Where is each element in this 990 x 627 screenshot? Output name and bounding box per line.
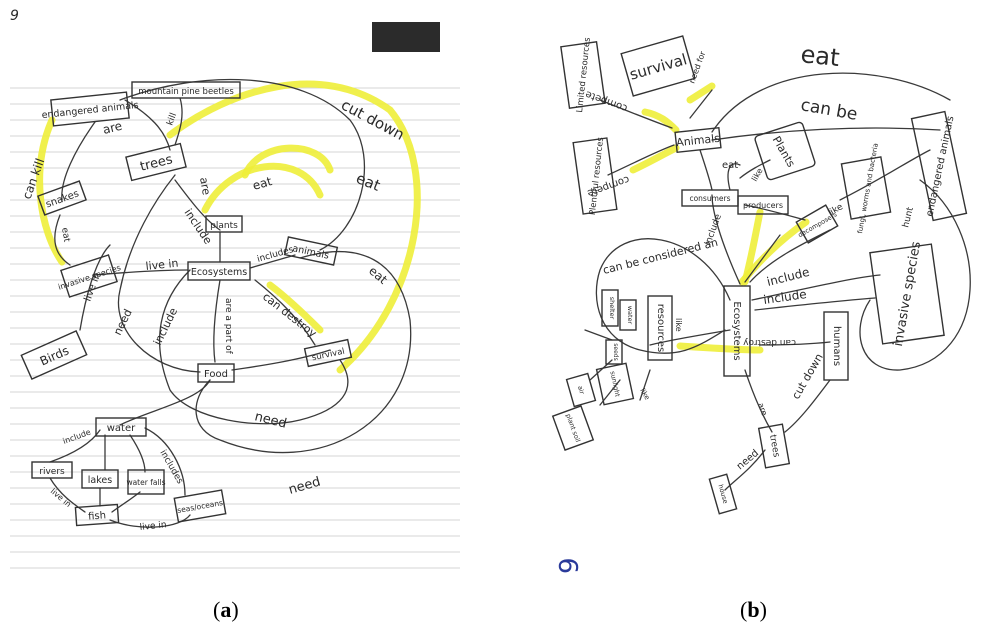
- svg-text:seeds: seeds: [612, 343, 619, 360]
- link-label: eat: [251, 174, 274, 193]
- node-water-a: water: [95, 417, 147, 437]
- panel-a-page-number: 9: [10, 8, 19, 24]
- link-label: live in: [145, 257, 179, 273]
- node-humans: humans: [823, 311, 849, 381]
- node-producers: producers: [737, 195, 789, 215]
- node-rivers: rivers: [31, 461, 73, 479]
- caption-b: (b): [740, 597, 767, 622]
- link-label: live in: [139, 520, 167, 533]
- panel-b-page-number: 9: [555, 557, 585, 574]
- link-label: are: [101, 119, 123, 137]
- link-label: are a part of: [223, 298, 233, 355]
- panel-a-highlights: [36, 80, 421, 374]
- svg-text:producers: producers: [743, 201, 783, 210]
- node-lakes: lakes: [81, 469, 119, 489]
- svg-text:trees: trees: [767, 434, 781, 458]
- svg-text:Food: Food: [204, 369, 228, 380]
- node-mountain-pine-beetles: mountain pine beetles: [131, 81, 241, 99]
- svg-text:water: water: [107, 423, 136, 434]
- caption-a: (a): [213, 597, 239, 622]
- node-water-falls: water falls: [126, 469, 166, 495]
- svg-text:Animals: Animals: [676, 132, 721, 150]
- svg-text:air: air: [576, 385, 586, 396]
- svg-text:rivers: rivers: [39, 467, 65, 477]
- link-label: like: [674, 318, 683, 332]
- node-trees-b: trees: [757, 423, 791, 469]
- node-shelter: shelter: [601, 289, 619, 327]
- link-label: are: [197, 176, 213, 196]
- node-water-b: water: [619, 299, 637, 331]
- node-resources-b: resources: [647, 295, 673, 361]
- svg-text:Ecosystems: Ecosystems: [191, 267, 247, 278]
- link-label: eat: [722, 160, 738, 171]
- svg-text:water: water: [626, 306, 634, 325]
- link-label: eat: [59, 227, 71, 244]
- caption-b-letter: b: [747, 597, 760, 622]
- node-seeds: seeds: [605, 339, 623, 365]
- link-label: eat: [799, 40, 841, 72]
- svg-text:resources: resources: [655, 304, 666, 352]
- node-ecosystems-a: Ecosystems: [187, 261, 251, 281]
- link-label: are: [756, 402, 769, 417]
- node-food: Food: [197, 363, 235, 383]
- svg-text:fish: fish: [88, 510, 107, 522]
- link-label: kill: [165, 112, 179, 127]
- svg-text:shelter: shelter: [608, 297, 616, 320]
- node-ecosystems-b: Ecosystems: [723, 285, 751, 377]
- svg-text:water falls: water falls: [126, 478, 165, 487]
- svg-text:consumers: consumers: [689, 194, 730, 203]
- svg-text:Ecosystems: Ecosystems: [731, 301, 742, 360]
- caption-a-letter: a: [220, 597, 232, 622]
- node-animals-b: Animals: [674, 126, 722, 154]
- svg-text:mountain pine beetles: mountain pine beetles: [138, 87, 234, 97]
- link-label: include: [762, 287, 807, 307]
- node-plants-a: plants: [205, 215, 243, 233]
- svg-text:humans: humans: [831, 326, 842, 366]
- link-label: hunt: [901, 206, 916, 229]
- node-air: air: [565, 372, 597, 408]
- svg-text:plants: plants: [210, 221, 238, 231]
- panel-b-connectors: [584, 72, 971, 491]
- node-fish: fish: [74, 503, 120, 527]
- panel-b: Limited resources survival Animals Plent…: [540, 0, 980, 585]
- link-label: can destroy: [742, 337, 796, 347]
- svg-text:lakes: lakes: [88, 475, 112, 486]
- panel-a: 9: [0, 0, 470, 580]
- redaction-block: [372, 22, 440, 52]
